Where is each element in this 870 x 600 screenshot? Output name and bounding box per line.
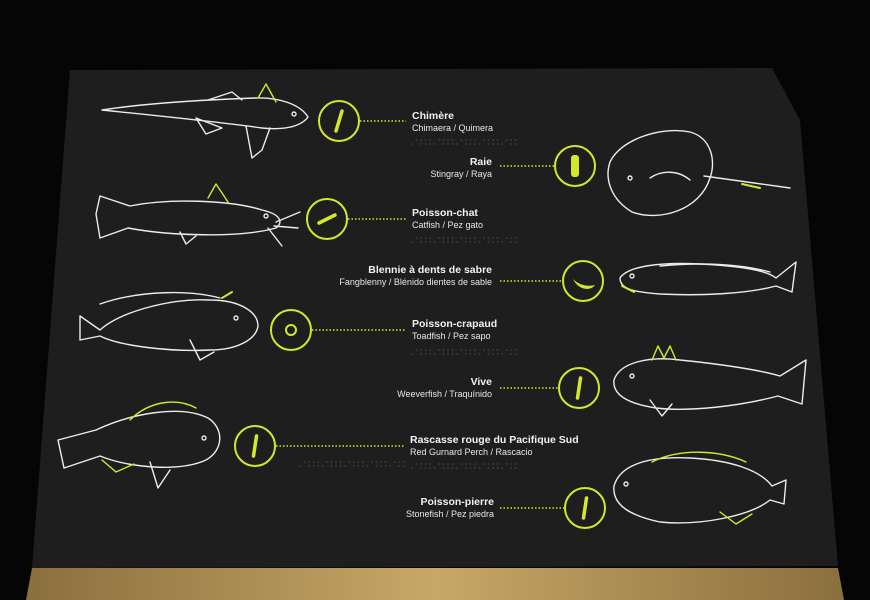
species-translation: Weeverfish / Traquínido xyxy=(397,389,492,400)
species-translation: Stonefish / Pez piedra xyxy=(405,509,494,520)
catfish-illustration xyxy=(95,183,301,247)
stonefish-illustration xyxy=(613,451,787,525)
label-red-gurnard-perch: Rascasse rouge du Pacifique Sud Red Gurn… xyxy=(410,434,579,458)
braille-dots xyxy=(299,139,517,469)
label-stingray: Raie Stingray / Raya xyxy=(430,156,492,180)
species-translation: Fangblenny / Blénido dientes de sable xyxy=(339,277,492,288)
eye-icon xyxy=(558,367,600,409)
species-translation: Red Gurnard Perch / Rascacio xyxy=(410,447,533,458)
label-fangblenny: Blennie à dents de sabre Fangblenny / Bl… xyxy=(339,264,492,288)
species-name: Blennie à dents de sabre xyxy=(368,264,492,276)
wood-base xyxy=(26,568,844,600)
red-gurnard-perch-illustration xyxy=(57,401,221,489)
label-stonefish: Poisson-pierre Stonefish / Pez piedra xyxy=(406,496,494,520)
label-toadfish: Poisson-crapaud Toadfish / Pez sapo xyxy=(412,318,497,342)
species-name: Vive xyxy=(470,376,492,388)
species-name: Raie xyxy=(469,156,492,168)
label-weeverfish: Vive Weeverfish / Traquínido xyxy=(397,376,492,400)
species-translation: Stingray / Raya xyxy=(430,169,492,180)
eye-icon xyxy=(554,145,596,187)
eye-icon xyxy=(270,309,312,351)
eye-icon xyxy=(562,260,604,302)
weeverfish-illustration xyxy=(613,345,807,417)
label-catfish: Poisson-chat Catfish / Pez gato xyxy=(412,207,483,231)
species-translation: Catfish / Pez gato xyxy=(412,220,484,231)
species-name: Rascasse rouge du Pacifique Sud xyxy=(410,434,579,446)
eye-icon xyxy=(306,198,348,240)
fangblenny-illustration xyxy=(619,261,797,296)
sign-board xyxy=(32,68,838,568)
eye-icon xyxy=(564,487,606,529)
species-name: Chimère xyxy=(412,110,455,122)
species-translation: Chimaera / Quimera xyxy=(412,123,494,134)
species-name: Poisson-chat xyxy=(412,207,478,219)
chimaera-illustration xyxy=(101,83,309,159)
eye-icon xyxy=(234,425,276,467)
label-chimaera: Chimère Chimaera / Quimera xyxy=(412,110,493,134)
toadfish-illustration xyxy=(79,291,259,361)
species-name: Poisson-crapaud xyxy=(412,318,498,330)
species-translation: Toadfish / Pez sapo xyxy=(412,331,491,342)
eye-icon xyxy=(318,100,360,142)
stingray-illustration xyxy=(607,130,791,217)
species-name: Poisson-pierre xyxy=(420,496,494,508)
